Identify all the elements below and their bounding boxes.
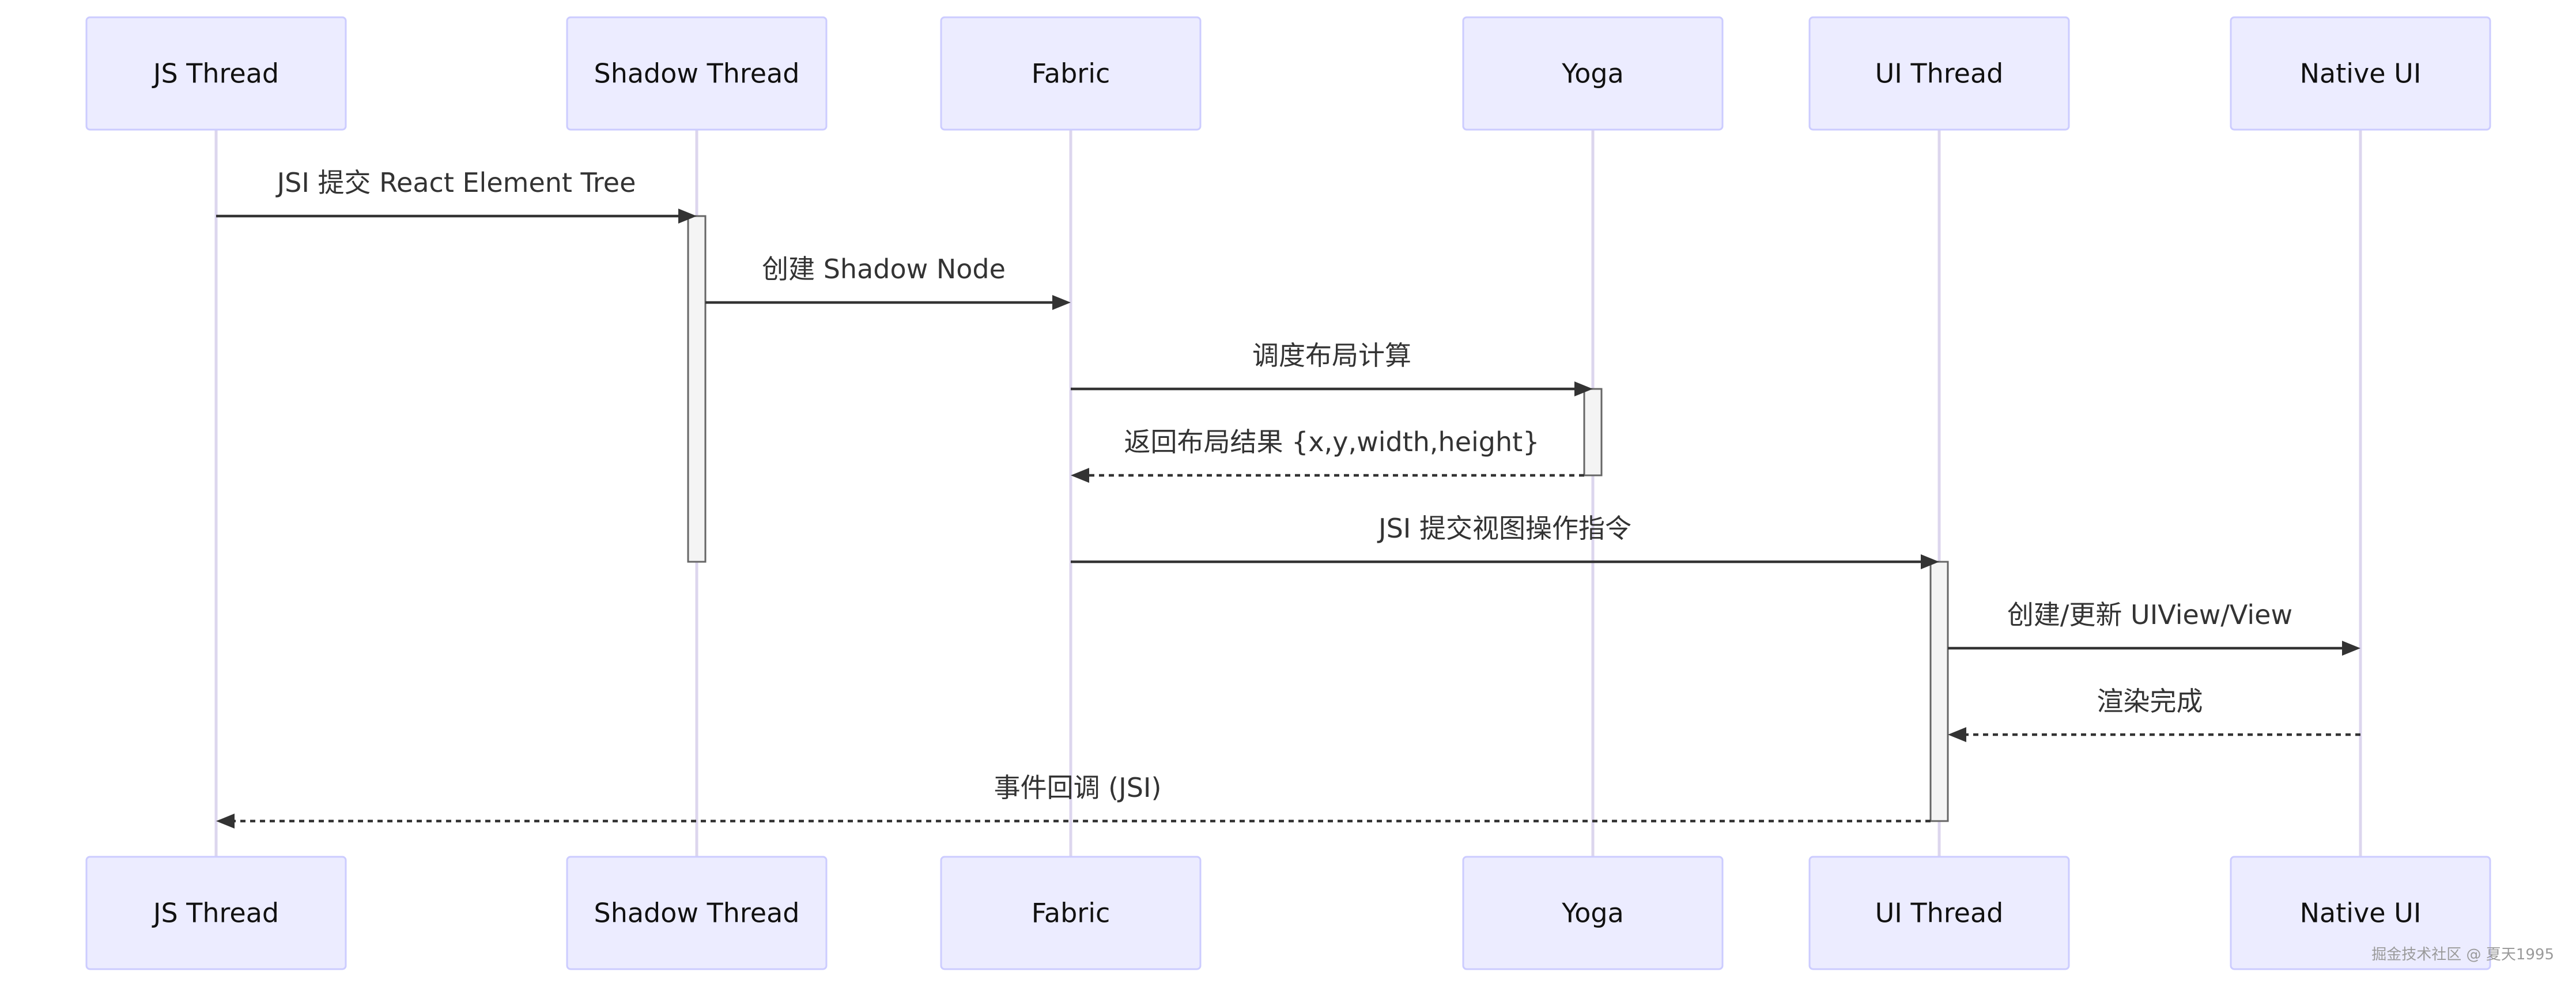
arrowhead xyxy=(216,814,235,829)
message-8: 事件回调 (JSI) xyxy=(216,772,1931,829)
actor-box xyxy=(1462,856,1724,970)
message-2: 创建 Shadow Node xyxy=(705,254,1071,310)
actor-yoga-bottom: Yoga xyxy=(1462,856,1724,970)
message-1: JSI 提交 React Element Tree xyxy=(216,167,697,224)
actor-box xyxy=(566,16,828,131)
actor-label: Yoga xyxy=(1561,58,1624,89)
actor-fabric-bottom: Fabric xyxy=(940,856,1202,970)
actor-js-top: JS Thread xyxy=(85,16,347,131)
actor-label: JS Thread xyxy=(152,58,279,89)
message-label: 事件回调 (JSI) xyxy=(994,772,1162,803)
actor-native-bottom: Native UI xyxy=(2230,856,2491,970)
actor-box xyxy=(1808,856,2070,970)
actor-box xyxy=(566,856,828,970)
actor-box xyxy=(85,856,347,970)
watermark: 掘金技术社区 @ 夏天1995 xyxy=(2371,946,2554,963)
activation-ui xyxy=(1929,561,1949,822)
message-label: 创建 Shadow Node xyxy=(762,254,1006,285)
arrowhead xyxy=(1921,554,1939,569)
message-6: 创建/更新 UIView/View xyxy=(1948,599,2360,656)
actor-label: Shadow Thread xyxy=(594,898,800,929)
actor-label: Fabric xyxy=(1032,58,1111,89)
arrowhead xyxy=(1574,381,1593,396)
actor-shadow-bottom: Shadow Thread xyxy=(566,856,828,970)
actor-label: Native UI xyxy=(2300,898,2422,929)
message-5: JSI 提交视图操作指令 xyxy=(1071,513,1939,569)
activation-shadow xyxy=(687,215,707,563)
actor-yoga-top: Yoga xyxy=(1462,16,1724,131)
actor-label: Fabric xyxy=(1032,898,1111,929)
actor-label: Shadow Thread xyxy=(594,58,800,89)
actor-box xyxy=(2230,16,2491,131)
message-4: 返回布局结果 {x,y,width,height} xyxy=(1071,426,1584,483)
actor-label: JS Thread xyxy=(152,898,279,929)
actor-box xyxy=(85,16,347,131)
actor-label: Yoga xyxy=(1561,898,1624,929)
arrowhead xyxy=(2342,641,2360,656)
actor-box xyxy=(940,856,1202,970)
arrowhead xyxy=(678,209,697,224)
actor-label: UI Thread xyxy=(1875,898,2004,929)
actor-js-bottom: JS Thread xyxy=(85,856,347,970)
actor-box xyxy=(940,16,1202,131)
actor-box xyxy=(2230,856,2491,970)
arrowhead xyxy=(1071,468,1089,483)
actor-shadow-top: Shadow Thread xyxy=(566,16,828,131)
arrowhead xyxy=(1948,727,1966,742)
arrowhead xyxy=(1052,295,1071,310)
actor-native-top: Native UI xyxy=(2230,16,2491,131)
message-label: JSI 提交视图操作指令 xyxy=(1377,513,1631,544)
actor-ui-top: UI Thread xyxy=(1808,16,2070,131)
actor-box xyxy=(1462,16,1724,131)
actor-fabric-top: Fabric xyxy=(940,16,1202,131)
actor-ui-bottom: UI Thread xyxy=(1808,856,2070,970)
message-7: 渲染完成 xyxy=(1948,686,2360,742)
message-3: 调度布局计算 xyxy=(1071,340,1593,396)
message-label: 调度布局计算 xyxy=(1252,340,1411,371)
actor-box xyxy=(1808,16,2070,131)
actor-label: Native UI xyxy=(2300,58,2422,89)
activation-yoga xyxy=(1583,388,1603,477)
message-label: 返回布局结果 {x,y,width,height} xyxy=(1124,426,1540,457)
message-label: 渲染完成 xyxy=(2097,686,2203,717)
message-label: JSI 提交 React Element Tree xyxy=(275,167,636,198)
message-label: 创建/更新 UIView/View xyxy=(2007,599,2292,630)
actor-label: UI Thread xyxy=(1875,58,2004,89)
